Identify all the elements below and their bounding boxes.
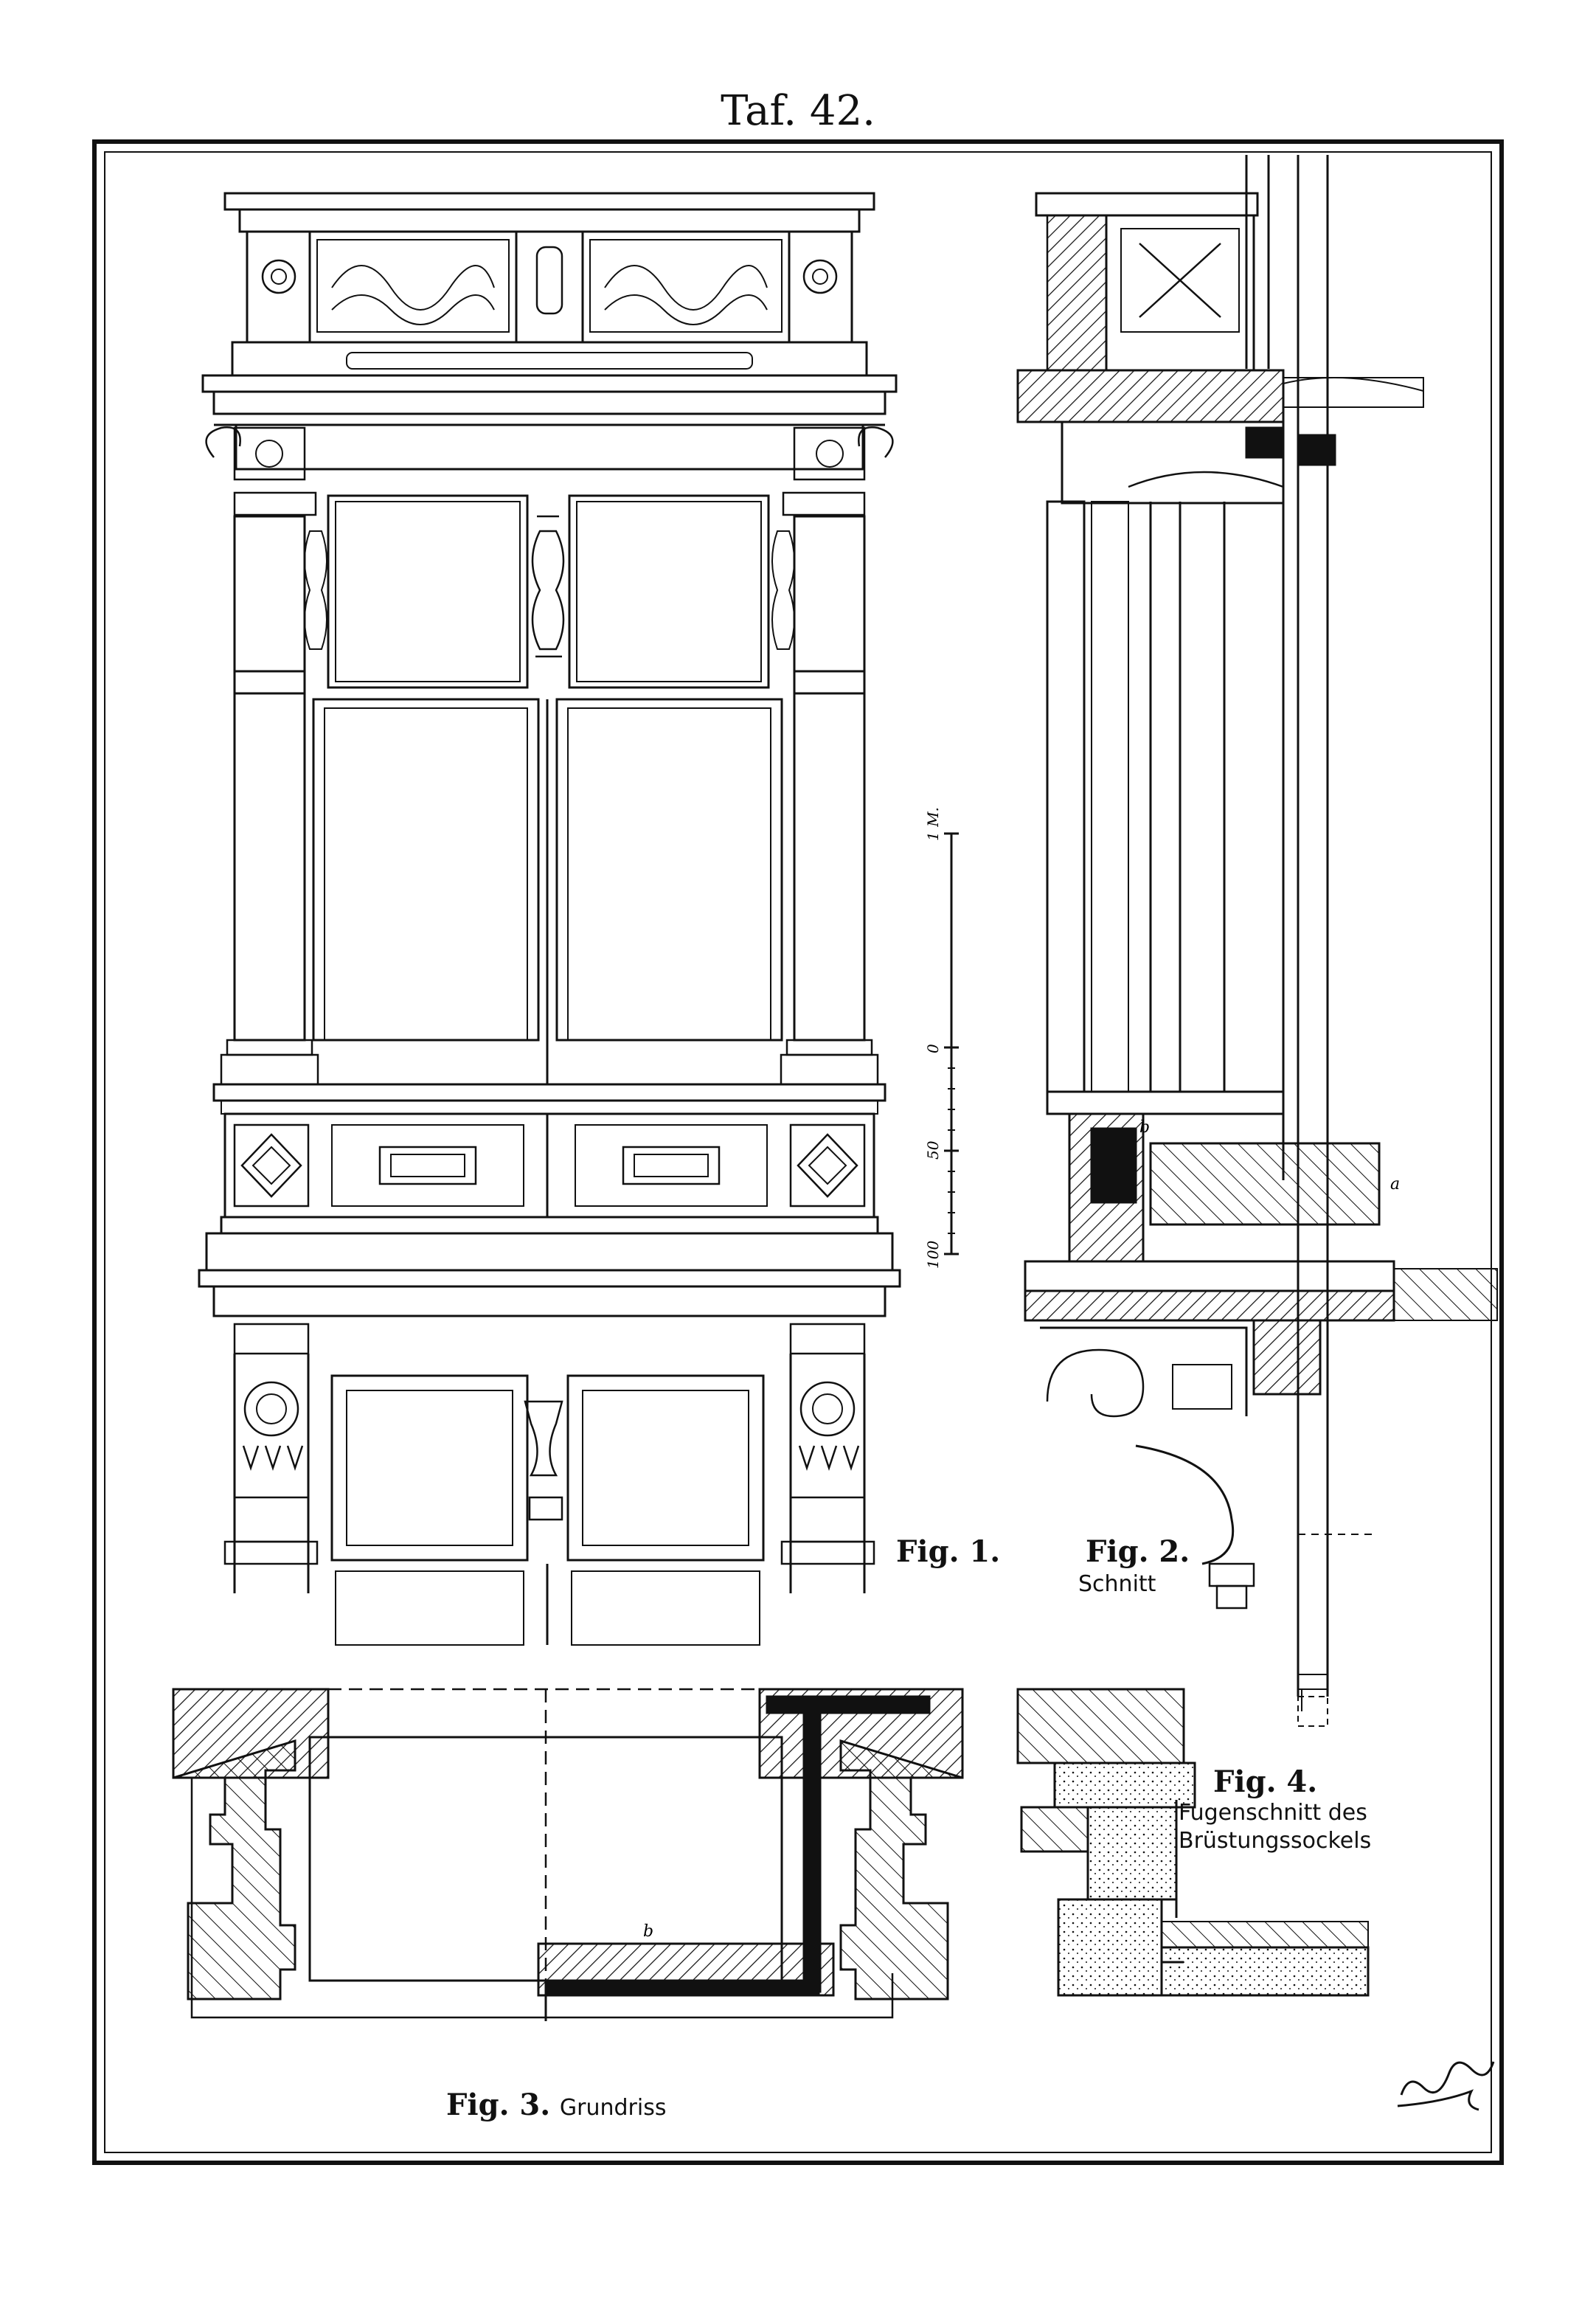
fig1-label: Fig. 1. <box>896 1534 1001 1569</box>
signature-mark <box>1397 2061 1495 2111</box>
fig2-mark-b: b <box>1139 1118 1150 1137</box>
scale-label-0: 0 <box>924 1044 942 1053</box>
fig3-mark-b: b <box>643 1922 653 1941</box>
fig2-subtitle: Schnitt <box>1078 1571 1156 1597</box>
fig3-caption: Fig. 3. Grundriss <box>446 2088 666 2122</box>
fig1-caption: Fig. 1. <box>896 1534 1000 1569</box>
plate-frame <box>92 139 1504 2165</box>
fig2-section <box>1016 155 1498 1727</box>
fig4-caption: Fig. 4. <box>1213 1764 1317 1799</box>
fig4-label: Fig. 4. <box>1213 1764 1318 1799</box>
fig2-marks: b a <box>1139 1118 1400 1194</box>
fig3-label: Fig. 3. <box>446 2088 551 2122</box>
fig4-subtitle-line1: Fugenschnitt des <box>1179 1800 1367 1826</box>
fig2-label: Fig. 2. <box>1086 1534 1190 1569</box>
scale-label-100: 100 <box>924 1241 942 1269</box>
fig3-plan <box>172 1688 964 2021</box>
fig3-subtitle: Grundriss <box>559 2095 667 2121</box>
scale-bar-labels: 1 M. 0 50 100 <box>924 807 942 1269</box>
fig4-subtitle-line2: Brüstungssockels <box>1179 1828 1372 1854</box>
scale-bar <box>944 832 959 1255</box>
scale-label-50: 50 <box>924 1140 942 1160</box>
fig4-joint-section <box>1016 1688 1370 1997</box>
fig1-elevation <box>198 192 901 1646</box>
plate-title: Taf. 42. <box>721 87 875 135</box>
fig2-mark-a: a <box>1390 1175 1400 1194</box>
scale-label-1m: 1 M. <box>924 807 942 841</box>
fig2-caption: Fig. 2. <box>1086 1534 1190 1569</box>
